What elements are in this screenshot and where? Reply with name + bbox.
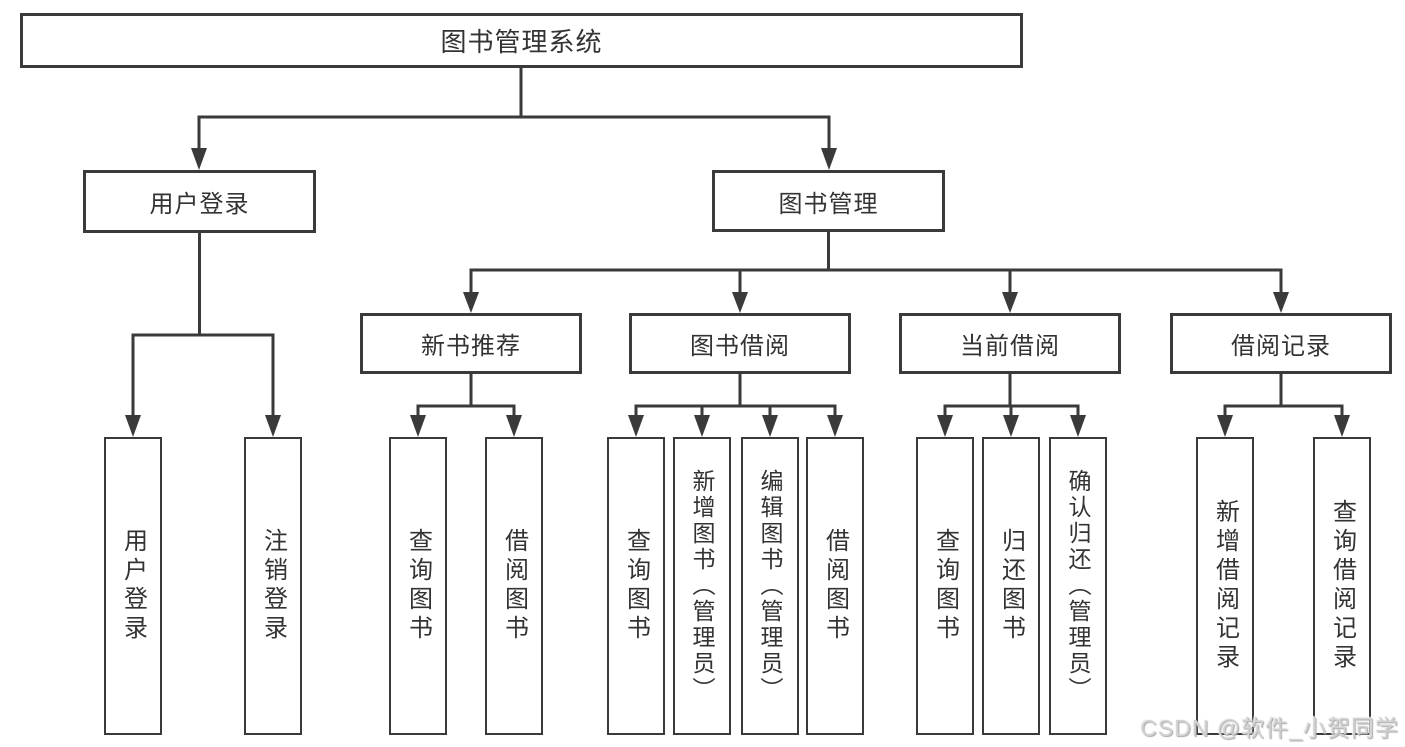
node-new-book-recommend: 新书推荐: [360, 313, 582, 374]
leaf-query-books-current: 查询图书: [916, 437, 974, 735]
leaf-confirm-return-admin: 确认归还（管理员）: [1049, 437, 1107, 735]
node-root-system: 图书管理系统: [20, 13, 1023, 68]
node-current-borrowing: 当前借阅: [899, 313, 1121, 374]
node-user-login: 用户登录: [83, 170, 316, 233]
node-book-borrowing: 图书借阅: [629, 313, 851, 374]
leaf-add-books-admin: 新增图书（管理员）: [673, 437, 731, 735]
leaf-borrow-books-borrowing: 借阅图书: [806, 437, 864, 735]
leaf-user-login: 用户登录: [104, 437, 162, 735]
leaf-query-books-recommend: 查询图书: [389, 437, 447, 735]
leaf-query-books-borrowing: 查询图书: [607, 437, 665, 735]
leaf-logout: 注销登录: [244, 437, 302, 735]
node-borrowing-records: 借阅记录: [1170, 313, 1392, 374]
leaf-edit-books-admin: 编辑图书（管理员）: [741, 437, 799, 735]
leaf-borrow-books-recommend: 借阅图书: [485, 437, 543, 735]
csdn-watermark: CSDN @软件_小贺同学: [1140, 715, 1399, 741]
leaf-query-borrow-record: 查询借阅记录: [1313, 437, 1371, 735]
leaf-add-borrow-record: 新增借阅记录: [1196, 437, 1254, 735]
leaf-return-books: 归还图书: [982, 437, 1040, 735]
node-book-management: 图书管理: [712, 170, 945, 232]
